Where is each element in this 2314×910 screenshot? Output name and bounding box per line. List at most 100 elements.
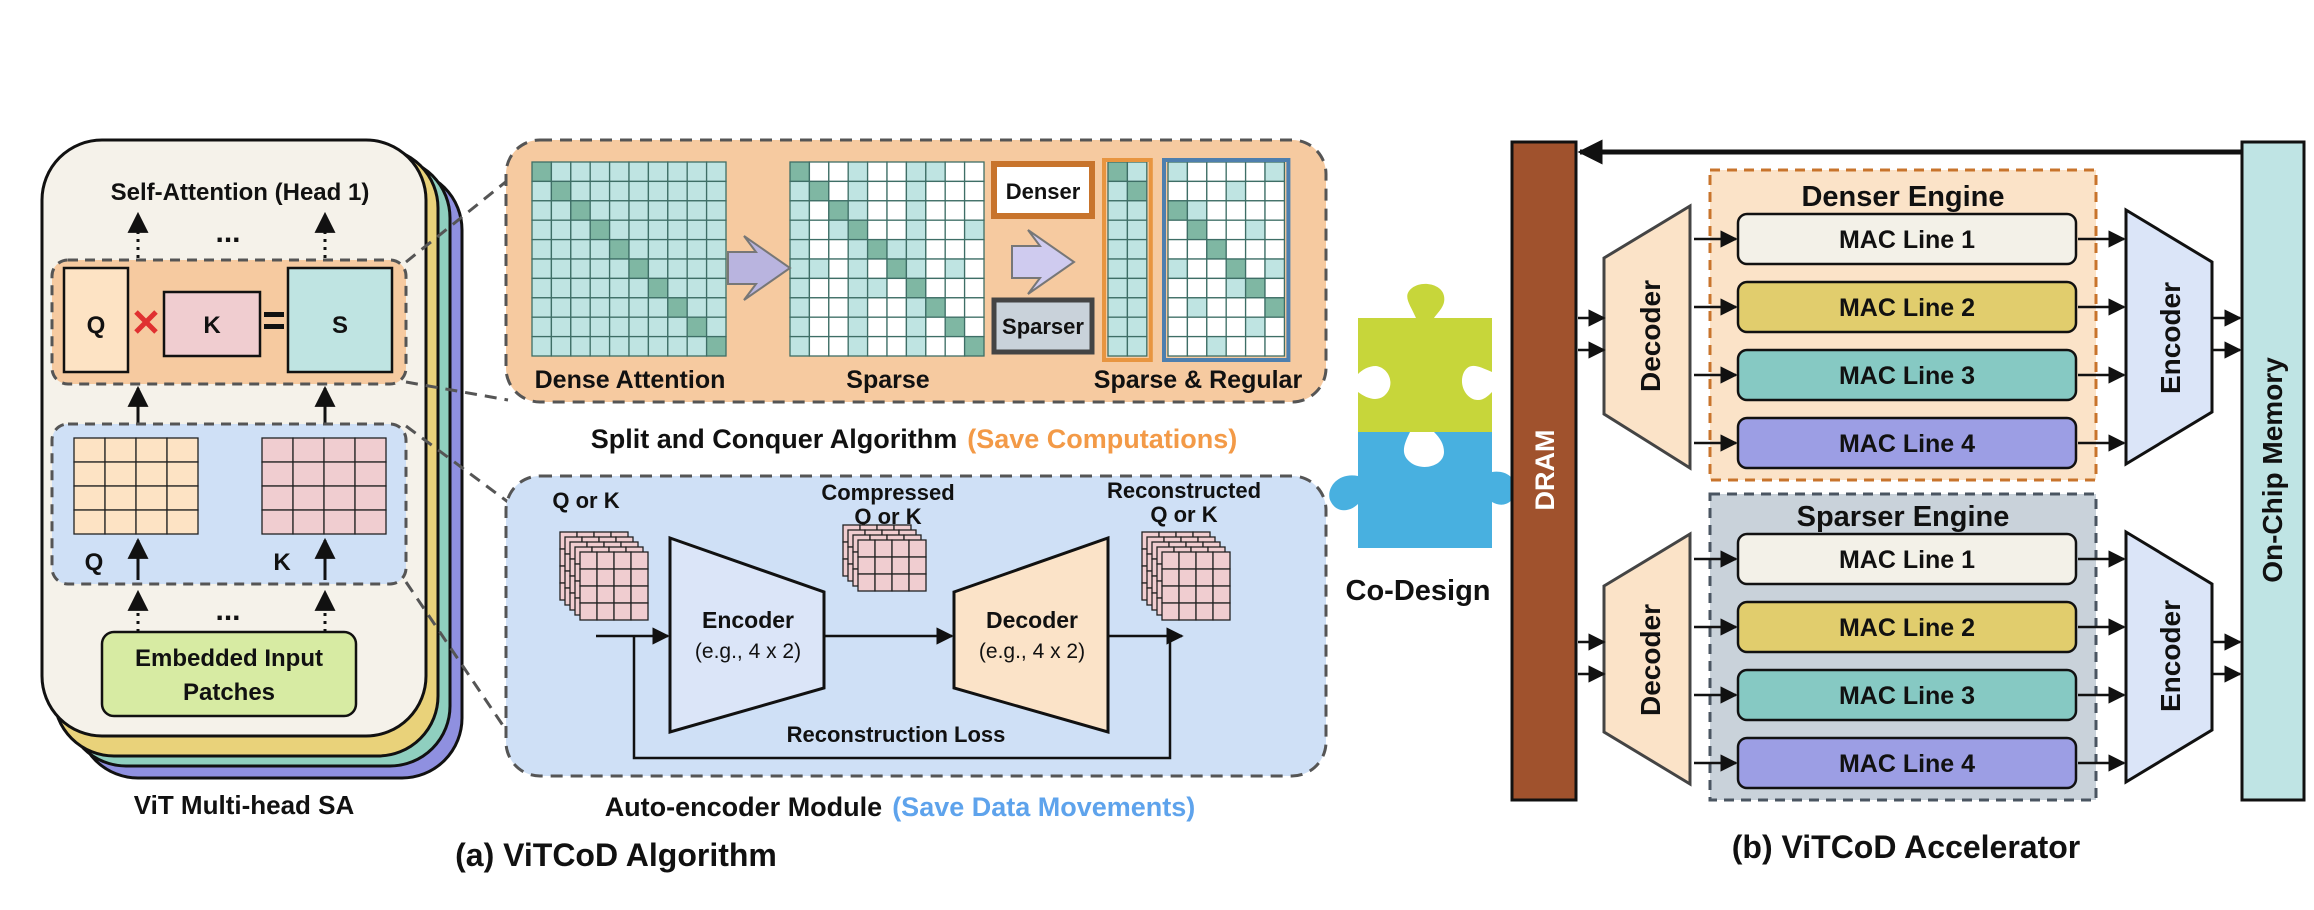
sparser-cell xyxy=(1206,297,1227,318)
dense-cell xyxy=(550,161,572,183)
sparse-cell xyxy=(847,238,869,260)
stack-cell xyxy=(908,573,927,592)
dense-cell xyxy=(705,238,727,260)
reconstruction-loss-label: Reconstruction Loss xyxy=(787,722,1006,747)
sparse-cell xyxy=(789,297,811,318)
dense-cell xyxy=(608,316,630,338)
sparser-cell xyxy=(1244,200,1266,221)
sparse-cell xyxy=(963,219,985,241)
big-arrow-icon-2 xyxy=(1011,229,1076,295)
dense-cell xyxy=(550,335,572,357)
k-matrix-cell xyxy=(292,509,325,535)
sparse-cell xyxy=(808,316,830,338)
codesign-label: Co-Design xyxy=(1346,575,1491,607)
sparser-cell xyxy=(1264,297,1286,318)
dense-cell xyxy=(608,180,630,202)
sparse-cell xyxy=(808,238,830,260)
dense-cell xyxy=(647,161,669,183)
sparse-cell xyxy=(847,316,869,338)
sparse-cell xyxy=(808,180,830,202)
sparser-cell xyxy=(1264,258,1286,280)
dense-cell xyxy=(647,200,669,221)
stack-cell xyxy=(613,568,632,587)
sparser-cell xyxy=(1225,258,1247,280)
sparse-cell xyxy=(808,297,830,318)
q-matrix-cell xyxy=(73,509,106,535)
stack-cell xyxy=(579,568,598,587)
q-matrix-cell xyxy=(166,461,199,487)
sparse-cell xyxy=(789,316,811,338)
sparse-cell xyxy=(886,297,908,318)
denser-cell xyxy=(1107,219,1129,241)
mac-line-box xyxy=(1736,348,2078,402)
sparse-cell xyxy=(944,161,966,183)
stack-cell xyxy=(1161,602,1180,621)
sparse-cell xyxy=(963,258,985,280)
sparser-cell xyxy=(1186,219,1208,241)
sparse-cell xyxy=(828,180,849,202)
q-matrix-cell xyxy=(73,437,106,463)
s-box xyxy=(286,266,394,374)
dense-cell xyxy=(531,238,553,260)
sparser-cell xyxy=(1225,335,1247,357)
sparse-cell xyxy=(905,238,927,260)
denser-cell xyxy=(1126,277,1148,299)
dense-cell xyxy=(589,161,611,183)
dense-cell xyxy=(628,180,650,202)
denser-cell xyxy=(1107,335,1129,357)
sparse-cell xyxy=(828,200,849,221)
multihead-caption: ViT Multi-head SA xyxy=(134,790,355,820)
sparser-cell xyxy=(1244,277,1266,299)
stack-cell xyxy=(857,539,876,558)
dense-cell xyxy=(686,316,708,338)
sparse-cell xyxy=(944,200,966,221)
dense-cell xyxy=(686,200,708,221)
dense-cell xyxy=(686,258,708,280)
stack-cell xyxy=(613,551,632,570)
sparse-cell xyxy=(808,200,830,221)
sparser-cell xyxy=(1264,316,1286,338)
sparser-cell xyxy=(1206,258,1227,280)
sparse-cell xyxy=(808,335,830,357)
sparse-cell xyxy=(963,200,985,221)
stack-cell xyxy=(1195,568,1214,587)
dense-cell xyxy=(667,219,688,241)
dense-cell xyxy=(667,200,688,221)
stack-cell xyxy=(1161,551,1180,570)
sparse-cell xyxy=(789,180,811,202)
reconstructed-line2: Q or K xyxy=(1150,502,1217,527)
sparser-cell xyxy=(1167,161,1189,183)
dense-cell xyxy=(589,335,611,357)
dense-cell xyxy=(589,316,611,338)
zoom-line-4 xyxy=(404,581,508,731)
dense-cell xyxy=(686,219,708,241)
ae-decoder-title: Decoder xyxy=(986,607,1078,633)
sparser-cell xyxy=(1244,335,1266,357)
denser-cell xyxy=(1126,335,1148,357)
dram-label: DRAM xyxy=(1530,430,1560,511)
ae-encoder-block xyxy=(668,535,826,734)
sparser-cell xyxy=(1167,219,1189,241)
k-box-label: K xyxy=(203,312,221,339)
sparse-cell xyxy=(808,277,830,299)
sparse-cell xyxy=(886,277,908,299)
stack-cell xyxy=(596,568,615,587)
denser-tag xyxy=(991,161,1095,219)
sparser-cell xyxy=(1167,258,1189,280)
sparser-cell xyxy=(1244,297,1266,318)
q-matrix-cell xyxy=(166,485,199,511)
sparser-cell xyxy=(1225,238,1247,260)
top-encoder-label: Encoder xyxy=(2155,282,2186,394)
sparse-cell xyxy=(789,161,811,183)
sparse-cell xyxy=(866,335,888,357)
dense-cell xyxy=(667,277,688,299)
stack-cell xyxy=(613,602,632,621)
dense-cell xyxy=(686,277,708,299)
denser-cell xyxy=(1107,316,1129,338)
ae-decoder-block xyxy=(952,535,1110,734)
puzzle-icon xyxy=(1329,283,1516,548)
dense-cell xyxy=(531,180,553,202)
sparser-group-outline xyxy=(1162,158,1291,362)
stack-cell xyxy=(891,573,910,592)
